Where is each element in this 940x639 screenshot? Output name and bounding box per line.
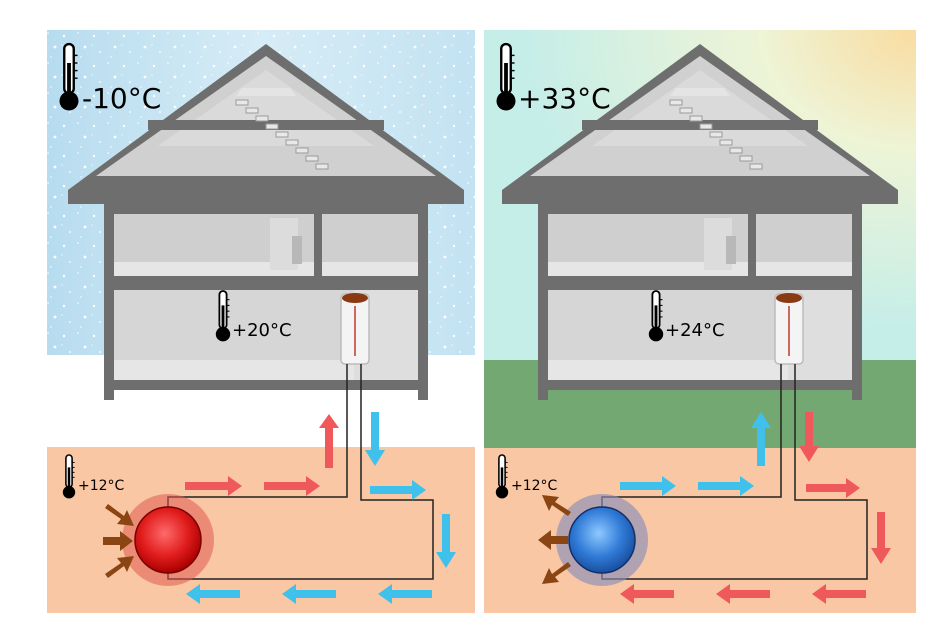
soil-layer-summer: [484, 448, 916, 613]
earth-arrow-2: [103, 531, 133, 551]
cold-heat-exchanger: [568, 506, 636, 574]
warm-arrow-left-summer-2: [716, 584, 770, 604]
warm-arrow-down-summer: [799, 412, 819, 462]
cool-arrow-down-2: [436, 514, 456, 568]
warm-arrow-left-summer-1: [812, 584, 866, 604]
warm-arrow-right-summer: [806, 478, 860, 498]
warm-flow-arrows: [185, 414, 339, 496]
cool-flow-arrows-summer: [620, 412, 771, 496]
warm-arrow-up: [319, 414, 339, 468]
cool-arrow-left-3: [186, 584, 240, 604]
warm-arrow-2: [264, 476, 320, 496]
cool-arrow-right: [370, 480, 426, 500]
cool-arrow-up-summer: [751, 412, 771, 466]
water-tank-winter: [340, 292, 370, 365]
cool-arrow-left-1: [378, 584, 432, 604]
panel-winter: -10°C +20°C +12°C: [47, 30, 475, 613]
warm-arrow-left-summer-3: [620, 584, 674, 604]
earth-heat-arrows: [103, 504, 134, 578]
warm-flow-arrows-summer: [620, 412, 891, 604]
pipe-loop-summer: [601, 364, 868, 580]
outside-temp-label: -10°C: [82, 82, 161, 115]
ground-temp-label: +12°C: [78, 478, 125, 494]
soil-layer: [47, 447, 475, 613]
cool-arrow-down: [365, 412, 385, 466]
water-tank-summer: [774, 292, 804, 365]
hot-heat-exchanger: [134, 506, 202, 574]
ground-temp-label-summer: +12°C: [511, 478, 558, 494]
pipe-loop-winter: [167, 364, 434, 580]
earth-arrow-out-1: [542, 495, 571, 516]
inside-temp-label: +20°C: [232, 320, 292, 341]
earth-arrow-1: [105, 504, 134, 526]
cool-arrow-summer-1: [620, 476, 676, 496]
inside-temp-label-summer: +24°C: [665, 320, 725, 341]
earth-arrow-out-2: [538, 530, 568, 550]
warm-arrow-1: [185, 476, 242, 496]
cool-arrow-left-2: [282, 584, 336, 604]
panel-summer: +33°C +24°C +12°C: [484, 30, 916, 613]
earth-arrow-out-3: [542, 562, 571, 584]
cool-arrow-summer-2: [698, 476, 754, 496]
warm-arrow-down-summer-2: [871, 512, 891, 564]
earth-arrow-3: [105, 556, 134, 578]
earth-heat-arrows-summer: [538, 495, 571, 584]
outside-temp-label-summer: +33°C: [518, 82, 611, 115]
cool-flow-arrows: [186, 412, 456, 604]
